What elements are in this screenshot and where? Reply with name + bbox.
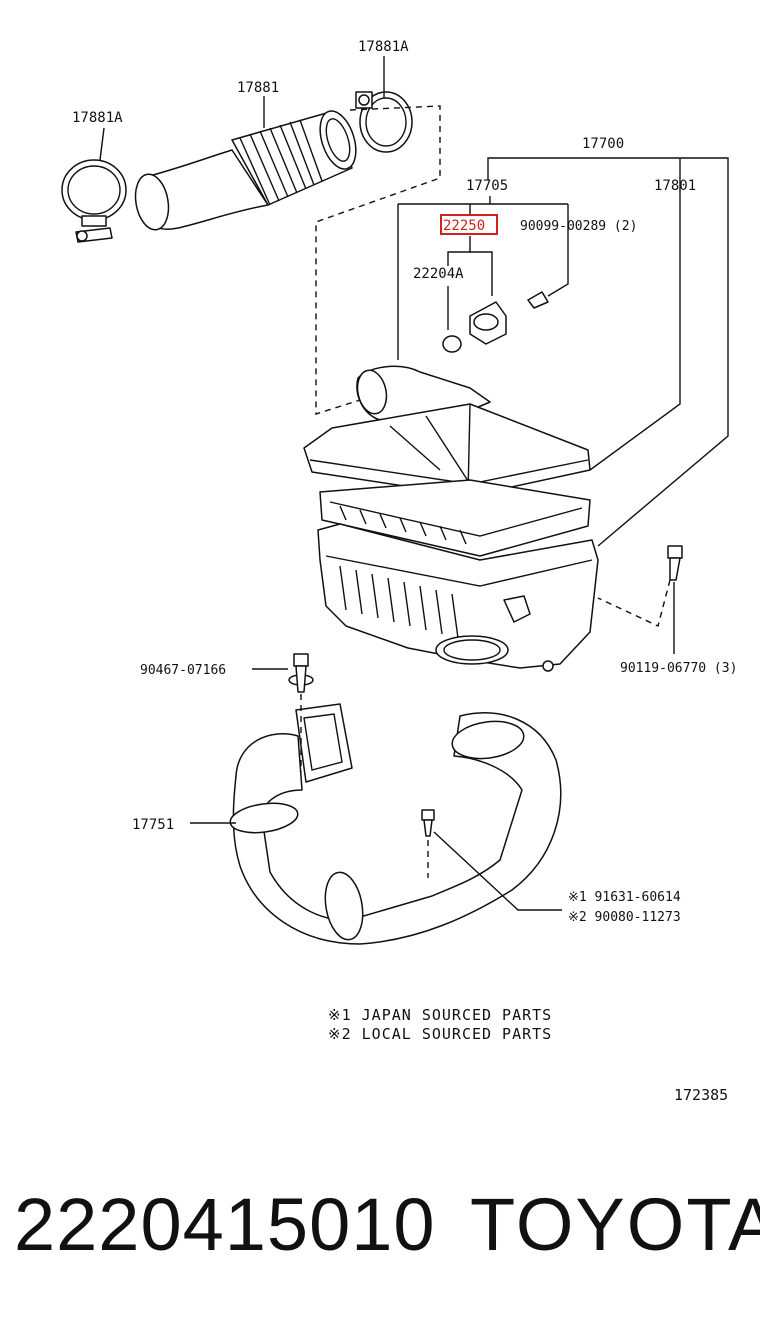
assembly-tree-lines xyxy=(397,157,729,547)
leader-clip xyxy=(433,831,562,911)
label-clip-note1[interactable]: ※1 91631-60614 xyxy=(568,890,681,905)
note-local-sourced: ※2 LOCAL SOURCED PARTS xyxy=(328,1025,552,1043)
upper-hose-drawing xyxy=(134,110,357,231)
label-hose-lower[interactable]: 17751 xyxy=(132,817,174,833)
label-cap-sub-assy[interactable]: 17705 xyxy=(466,178,508,194)
label-air-cleaner-assy[interactable]: 17700 xyxy=(582,136,624,152)
leader-clamp-left xyxy=(99,127,105,161)
footer-brand: TOYOTA xyxy=(470,1183,760,1266)
label-gasket[interactable]: 22204A xyxy=(413,266,464,282)
label-screw-meter[interactable]: 90099-00289 (2) xyxy=(520,219,637,234)
left-clamp-drawing xyxy=(61,159,127,243)
highlight-box xyxy=(440,214,498,235)
left-bolt-drawing xyxy=(288,653,314,693)
footer-part-number: 2220415010 xyxy=(14,1183,436,1266)
clip-drawing xyxy=(421,809,435,837)
label-clamp-top[interactable]: 17881A xyxy=(358,39,409,55)
right-bolt-drawing xyxy=(667,545,683,581)
label-bolt-right[interactable]: 90119-06770 (3) xyxy=(620,661,737,676)
label-hose-upper[interactable]: 17881 xyxy=(237,80,279,96)
label-bolt-left[interactable]: 90467-07166 xyxy=(140,663,226,678)
label-clamp-left[interactable]: 17881A xyxy=(72,110,123,126)
diagram-number: 172385 xyxy=(674,1086,728,1104)
label-clip-note2[interactable]: ※2 90080-11273 xyxy=(568,910,681,925)
air-cleaner-drawing xyxy=(303,365,599,672)
lower-hose-drawing xyxy=(229,703,562,945)
label-air-flow-meter[interactable]: 22250 xyxy=(443,218,485,234)
air-flow-meter-drawing xyxy=(442,291,549,353)
label-element[interactable]: 17801 xyxy=(654,178,696,194)
top-clamp-drawing xyxy=(355,91,413,153)
note-japan-sourced: ※1 JAPAN SOURCED PARTS xyxy=(328,1006,552,1024)
dashed-bolt-to-case xyxy=(597,579,671,627)
